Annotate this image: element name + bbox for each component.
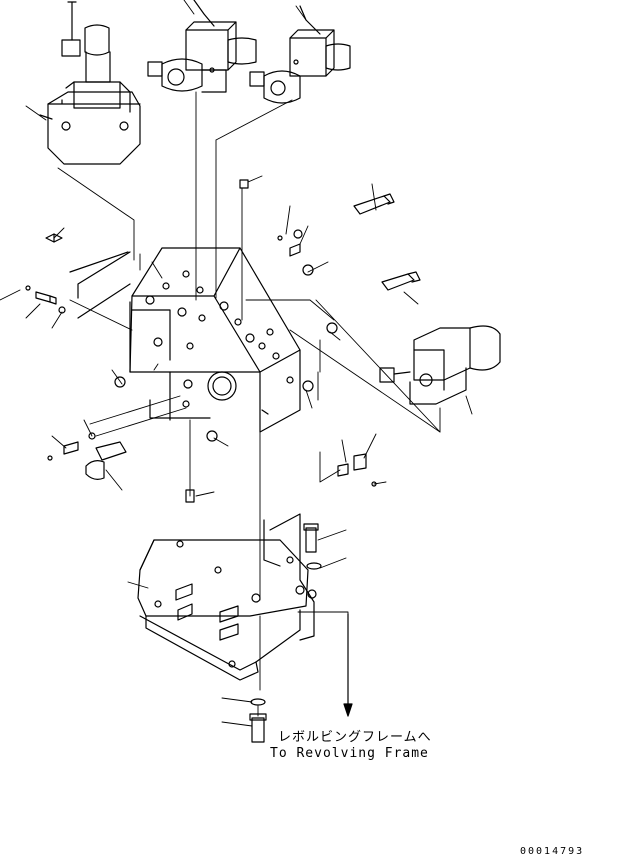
top-left-solenoid-valve [39, 1, 141, 165]
bolts-washers [249, 523, 322, 743]
down-arrow-icon [343, 613, 353, 717]
destination-label-japanese: レボルビングフレームへ [278, 730, 432, 745]
mounting-bracket [137, 513, 317, 681]
main-manifold-block [129, 247, 301, 433]
fittings [25, 179, 421, 503]
alignment-lines [57, 91, 441, 717]
top-right-solenoid-valve [249, 5, 351, 104]
right-solenoid-valve [379, 325, 501, 405]
leader-lines [0, 0, 473, 727]
drawing-code: 00014793 [520, 846, 585, 857]
top-center-solenoid-valve [147, 0, 257, 93]
destination-label-english: To Revolving Frame [270, 746, 429, 761]
